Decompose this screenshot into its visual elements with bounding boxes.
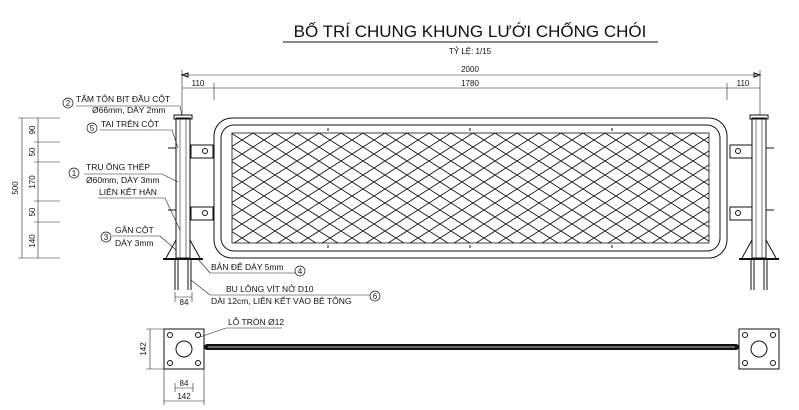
svg-text:3: 3: [104, 233, 109, 242]
left-dimension-lines: [18, 117, 60, 259]
top-dimension-lines: [180, 70, 762, 115]
dim-plan-inner: 84: [180, 379, 189, 388]
right-post: [729, 114, 779, 290]
dim-v1: 90: [28, 125, 37, 134]
svg-text:5: 5: [90, 124, 95, 133]
dim-v4: 50: [28, 207, 37, 216]
plan-left-plate: [163, 328, 205, 370]
left-post: [163, 114, 214, 290]
callout-5: 5 TAI TRÊN CỘT: [86, 119, 179, 149]
svg-text:Ø60mm, DÀY 3mm: Ø60mm, DÀY 3mm: [86, 175, 160, 185]
svg-text:BU LÔNG VÍT NỞ D10: BU LÔNG VÍT NỞ D10: [226, 283, 314, 294]
svg-text:TẤM TÔN BỊT ĐẦU CỘT: TẤM TÔN BỊT ĐẦU CỘT: [76, 94, 170, 104]
svg-text:TAI TRÊN CỘT: TAI TRÊN CỘT: [101, 119, 159, 129]
svg-text:DÀI 12cm, LIÊN KẾT VÀO BÊ TÔNG: DÀI 12cm, LIÊN KẾT VÀO BÊ TÔNG: [211, 296, 351, 306]
callout-2: 2 TẤM TÔN BỊT ĐẦU CỘT Ø66mm, DÀY 2mm: [62, 94, 183, 117]
dim-height: 500: [11, 181, 20, 195]
dim-v3: 170: [28, 175, 37, 189]
frame-ticks: [327, 128, 613, 248]
dim-base-width: 84: [180, 298, 189, 307]
plan-right-plate: [738, 328, 780, 370]
drawing-title: BỐ TRÍ CHUNG KHUNG LƯỚI CHỐNG CHÓI: [294, 21, 647, 41]
dim-plan-width: 142: [177, 392, 191, 401]
callout-3: 3 GÂN CỘT DÀY 3mm: [100, 225, 177, 251]
svg-text:2: 2: [66, 99, 71, 108]
dim-v5: 140: [28, 234, 37, 248]
svg-text:6: 6: [373, 292, 378, 301]
plan-rail: [204, 344, 739, 350]
dim-left: 110: [192, 79, 205, 88]
base-dimension: [174, 292, 193, 302]
dim-right: 110: [737, 79, 750, 88]
callout-4: BẢN ĐẾ DÀY 5mm 4: [197, 258, 306, 277]
svg-text:Ø66mm, DÀY 2mm: Ø66mm, DÀY 2mm: [92, 105, 166, 115]
dim-plan-side: 142: [139, 342, 148, 356]
svg-text:1: 1: [72, 169, 77, 178]
scale-label: TỶ LỆ: 1/15: [449, 47, 492, 56]
dim-v2: 50: [28, 147, 37, 156]
svg-text:LIÊN KẾT HÀN: LIÊN KẾT HÀN: [99, 187, 157, 197]
dim-total: 2000: [461, 65, 479, 74]
callout-1: 1 TRỤ ỐNG THÉP Ø60mm, DÀY 3mm LIÊN KẾT H…: [68, 161, 181, 231]
dim-mid: 1780: [461, 79, 479, 88]
plan-dimensions: [146, 328, 205, 405]
svg-text:4: 4: [298, 267, 303, 276]
svg-text:BẢN ĐẾ DÀY 5mm: BẢN ĐẾ DÀY 5mm: [211, 261, 284, 272]
svg-text:TRỤ ỐNG THÉP: TRỤ ỐNG THÉP: [86, 161, 150, 172]
plan-hole-note: LỖ TRÒN Ø12: [228, 316, 284, 327]
callout-6: BU LÔNG VÍT NỞ D10 DÀI 12cm, LIÊN KẾT VÀ…: [190, 279, 381, 306]
svg-text:GÂN CỘT: GÂN CỘT: [115, 225, 154, 235]
svg-text:DÀY 3mm: DÀY 3mm: [115, 238, 154, 248]
mesh-frame: [213, 117, 728, 259]
